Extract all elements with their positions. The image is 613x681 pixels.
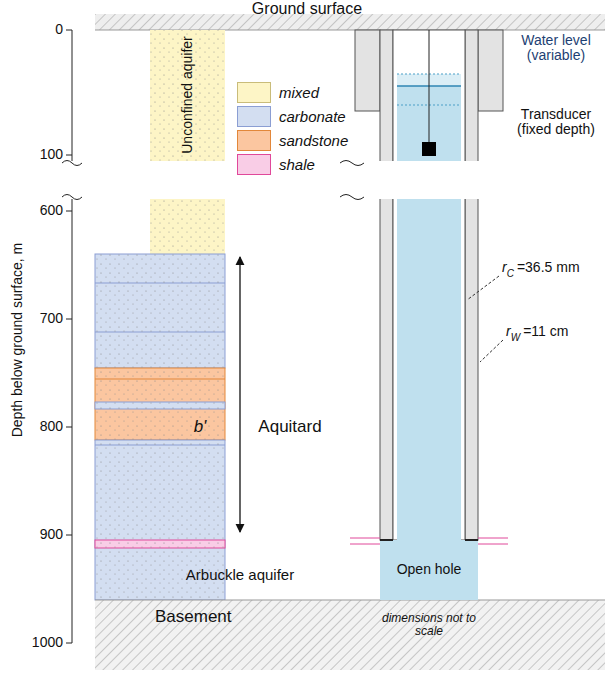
legend-swatch [237, 106, 271, 127]
dimension-label: r [506, 324, 511, 339]
casing-shoe [465, 539, 478, 541]
shale-mark [350, 544, 380, 545]
legend-row: mixed [237, 80, 348, 104]
shale-mark [350, 538, 380, 539]
break-mark [62, 161, 82, 166]
casing-shoe [380, 539, 393, 541]
axis-ticks [66, 30, 72, 31]
surface-casing [478, 30, 503, 111]
shale-mark [478, 544, 508, 545]
break-mark [62, 195, 82, 200]
axis-ticks [66, 643, 72, 644]
leader-line [467, 276, 499, 300]
legend-text: sandstone [279, 132, 348, 149]
water-column [397, 86, 461, 540]
axis-title: Depth below ground surface, m [10, 243, 25, 438]
legend-swatch [237, 154, 271, 175]
axis-ticks [66, 30, 72, 643]
legend-text: shale [279, 156, 315, 173]
legend-text: mixed [279, 84, 319, 101]
annotation-label: Transducer (fixed depth) [506, 107, 606, 138]
legend-row: shale [237, 152, 348, 176]
legend: mixed carbonate sandstone shale [237, 80, 348, 176]
axis-ticks [66, 427, 72, 428]
depth-axis [72, 199, 73, 643]
legend-text: carbonate [279, 108, 346, 125]
axis-ticks [66, 211, 72, 212]
node-text: Unconfined aquifer [180, 36, 195, 154]
legend-row: sandstone [237, 128, 348, 152]
depth-axis [72, 30, 73, 161]
casing-wall [465, 30, 478, 540]
rock-texture [95, 254, 225, 600]
tick-label: 800 [40, 419, 63, 434]
open-hole: Open hole [380, 540, 478, 600]
axis-break-gap [60, 161, 613, 199]
legend-swatch [237, 130, 271, 151]
dimension-label: =36.5 mm [517, 260, 580, 275]
mixed-layer [150, 30, 225, 254]
leader-line [480, 340, 503, 362]
tick-label: 900 [40, 527, 63, 542]
dimension-label: W [511, 332, 520, 343]
basement-top [95, 600, 605, 601]
annotation-label: Aquitard [258, 418, 321, 437]
surface-casing [355, 30, 380, 111]
annotation-label: b' [194, 418, 207, 437]
tick-label: 700 [40, 311, 63, 326]
annotation-label: dimensions not to scale [381, 612, 477, 638]
aquifer-column: Unconfined aquifer [150, 30, 225, 160]
axis-ticks [66, 319, 72, 320]
legend-swatch [237, 82, 271, 103]
well-bore [393, 30, 465, 540]
tick-label: 1000 [32, 635, 63, 650]
node-text: Basement [155, 608, 232, 627]
legend-row: carbonate [237, 104, 348, 128]
basement-band [95, 600, 605, 670]
annotation-label: Water level (variable) [506, 33, 606, 64]
node-text: Open hole [397, 562, 462, 577]
open-hole [380, 540, 478, 600]
basement-band: Basement [95, 600, 605, 670]
thickness-arrow [239, 257, 240, 532]
title-label: Ground surface [252, 0, 362, 18]
basement-band [95, 600, 605, 670]
break-mark [340, 195, 364, 200]
shale-mark [478, 538, 508, 539]
axis-ticks [66, 155, 72, 156]
dimension-label: C [507, 268, 514, 279]
annotation-label: Arbuckle aquifer [186, 567, 294, 584]
break-mark [340, 161, 364, 166]
mixed-layer [150, 30, 225, 254]
tick-label: 100 [40, 147, 63, 162]
axis-ticks [66, 535, 72, 536]
tick-label: 0 [55, 22, 63, 37]
dimension-label: =11 cm [523, 324, 568, 339]
casing-wall [380, 30, 393, 540]
tick-label: 600 [40, 203, 63, 218]
transducer-cable [429, 30, 430, 143]
transducer [422, 142, 436, 156]
dimension-label: r [502, 260, 507, 275]
